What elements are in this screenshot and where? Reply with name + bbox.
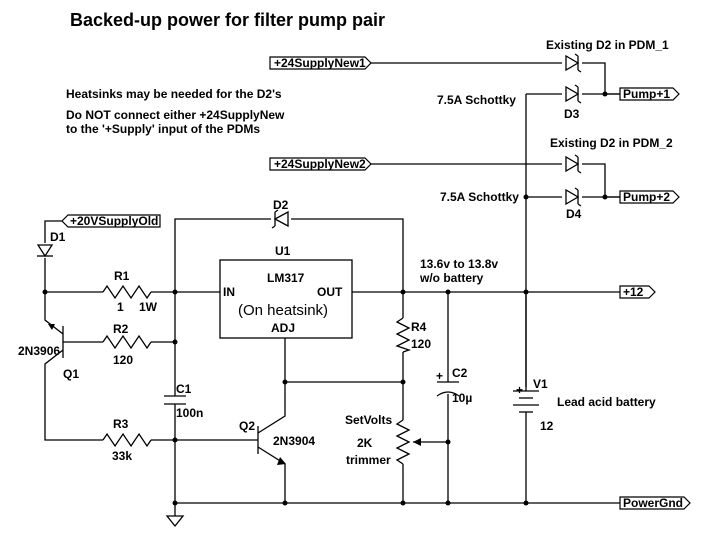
- pump-diode-wiring: [371, 62, 620, 387]
- net-flag-supply-old: +20VSupplyOld: [61, 214, 161, 228]
- label-r1-ref: R1: [114, 269, 130, 283]
- resistor-r1: [102, 284, 152, 300]
- diode-d2: [271, 209, 289, 229]
- net-flag-rail-12: +12: [619, 285, 656, 299]
- diagram-title: Backed-up power for filter pump pair: [70, 10, 385, 30]
- label-trimmer-value: 2K: [357, 436, 373, 450]
- label-r1-value: 1: [117, 300, 124, 314]
- label-q2-part: 2N3904: [273, 434, 315, 448]
- label-q1-ref: Q1: [63, 367, 79, 381]
- label-c2-plus: +: [436, 369, 443, 383]
- label-d2: D2: [273, 198, 289, 212]
- label-d4: D4: [566, 207, 582, 221]
- net-label-rail-12: +12: [623, 285, 644, 299]
- label-r3-value: 33k: [112, 449, 132, 463]
- net-flag-ground: PowerGnd: [619, 496, 691, 510]
- output-voltage-note: 13.6v to 13.8v: [420, 257, 498, 271]
- label-u1-heatsink: (On heatsink): [238, 302, 328, 319]
- resistor-r2: [102, 334, 152, 350]
- label-r4-value: 120: [411, 337, 431, 351]
- label-r1-power: 1W: [139, 300, 158, 314]
- net-label-supply-new-1: +24SupplyNew1: [274, 56, 366, 70]
- label-d1: D1: [50, 230, 66, 244]
- label-existing-d2-pdm2: Existing D2 in PDM_2: [550, 136, 673, 150]
- trimmer-setvolts: [395, 419, 421, 465]
- label-u1-part: LM317: [267, 271, 305, 285]
- net-flag-pump-1: Pump+1: [619, 87, 680, 101]
- label-c1-ref: C1: [176, 382, 192, 396]
- label-u1-ref: U1: [275, 244, 291, 258]
- label-v1-value: 12: [540, 419, 554, 433]
- label-v1-ref: V1: [533, 377, 548, 391]
- heatsink-note: Heatsinks may be needed for the D2's: [66, 87, 282, 101]
- diode-d1: [36, 244, 54, 258]
- label-r2-ref: R2: [113, 322, 129, 336]
- battery-v1: [513, 387, 539, 423]
- diode-d3: [565, 84, 582, 104]
- label-c1-value: 100n: [176, 406, 203, 420]
- diode-d4: [565, 187, 582, 207]
- label-schottky-2: 7.5A Schottky: [440, 190, 519, 204]
- transistor-q2: [277, 457, 286, 465]
- warning-note-line-1: Do NOT connect either +24SupplyNew: [66, 108, 285, 122]
- label-c2-ref: C2: [452, 366, 468, 380]
- label-v1-plus: +: [516, 383, 523, 397]
- label-r2-value: 120: [113, 353, 133, 367]
- warning-note-line-2: to the '+Supply' input of the PDMs: [66, 122, 260, 136]
- resistor-r3: [102, 432, 152, 448]
- main-wiring: [44, 218, 620, 516]
- label-v1-desc: Lead acid battery: [557, 395, 656, 409]
- label-trimmer-type: trimmer: [346, 453, 391, 467]
- label-trimmer-name: SetVolts: [345, 413, 392, 427]
- label-u1-adj: ADJ: [271, 321, 295, 335]
- net-label-pump-2: Pump+2: [623, 190, 670, 204]
- label-existing-d2-pdm1: Existing D2 in PDM_1: [546, 38, 669, 52]
- label-u1-out: OUT: [317, 285, 343, 299]
- regulator-u1: [219, 259, 353, 339]
- transistor-q1: [48, 324, 55, 330]
- capacitor-c1: [164, 395, 186, 405]
- capacitor-c2: [436, 381, 460, 397]
- label-u1-in: IN: [223, 285, 235, 299]
- net-label-supply-old: +20VSupplyOld: [70, 214, 158, 228]
- net-label-pump-1: Pump+1: [623, 87, 670, 101]
- label-q2-ref: Q2: [239, 419, 255, 433]
- label-d3: D3: [564, 107, 580, 121]
- diode-existing-pdm2: [565, 154, 582, 174]
- net-flag-supply-new-1: +24SupplyNew1: [269, 56, 372, 70]
- ground-symbol: [165, 515, 185, 528]
- output-voltage-note-2: w/o battery: [419, 271, 484, 285]
- label-q1-part: 2N3906: [18, 344, 60, 358]
- net-label-supply-new-2: +24SupplyNew2: [274, 157, 366, 171]
- label-r3-ref: R3: [113, 417, 129, 431]
- net-label-ground: PowerGnd: [623, 496, 683, 510]
- label-c2-value: 10µ: [452, 391, 472, 405]
- net-flag-supply-new-2: +24SupplyNew2: [269, 157, 372, 171]
- label-r4-ref: R4: [411, 320, 427, 334]
- resistor-r4: [395, 317, 412, 353]
- diode-existing-pdm1: [565, 53, 582, 73]
- net-flag-pump-2: Pump+2: [619, 190, 680, 204]
- junction-dots: [42, 91, 608, 506]
- label-schottky-1: 7.5A Schottky: [437, 93, 516, 107]
